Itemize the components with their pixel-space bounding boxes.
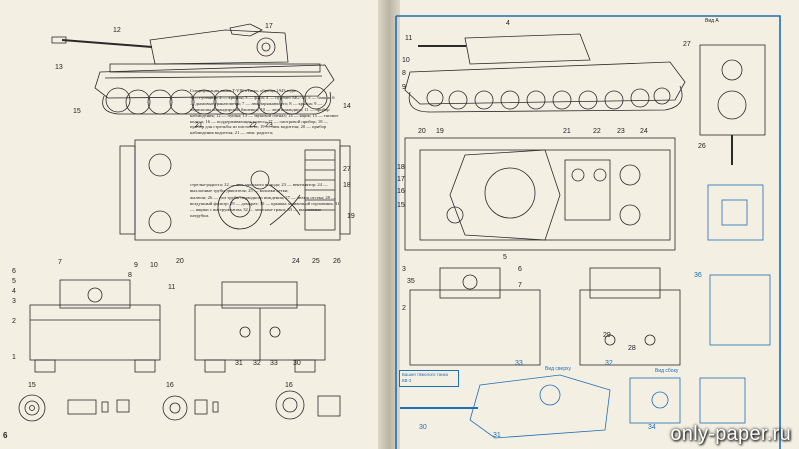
part-label: 22 <box>593 128 601 135</box>
part-label: 17 <box>265 23 273 30</box>
part-label: 26 <box>698 143 706 150</box>
part-label: 1 <box>12 354 16 361</box>
part-label: 32 <box>605 360 613 367</box>
part-label: 13 <box>55 64 63 71</box>
part-label: 2 <box>402 305 406 312</box>
tiger-side-view <box>51 23 335 115</box>
view-a-label: Вид А <box>705 18 719 24</box>
part-label: 24 <box>640 128 648 135</box>
page-number: 6 <box>3 431 8 440</box>
part-label: 19 <box>436 128 444 135</box>
watermark: only-paper.ru <box>670 423 791 445</box>
part-label: 5 <box>503 254 507 261</box>
part-label: 17 <box>397 176 405 183</box>
part-label: 15 <box>397 202 405 209</box>
part-label: 31 <box>235 360 243 367</box>
part-label: 35 <box>407 278 415 285</box>
part-label: 18 <box>343 182 351 189</box>
part-label: 3 <box>12 298 16 305</box>
part-label: 2 <box>12 318 16 325</box>
spec-heading: Спецификация танка T-VIE «Тигр» образца … <box>190 88 297 93</box>
part-label: 23 <box>265 122 273 129</box>
part-label: 23 <box>617 128 625 135</box>
part-label: 29 <box>603 332 611 339</box>
left-page <box>0 0 389 449</box>
part-label: 28 <box>628 345 636 352</box>
part-label: 27 <box>683 41 691 48</box>
tiger-front-view <box>29 279 161 373</box>
part-label: 19 <box>347 213 355 220</box>
part-label: 36 <box>694 272 702 279</box>
view-side-label: Вид сбоку <box>655 368 679 374</box>
part-label: 20 <box>176 258 184 265</box>
part-label: 4 <box>12 288 16 295</box>
part-label: 11 <box>405 35 413 42</box>
part-label: 30 <box>293 360 301 367</box>
kv2-turret-caption: Башня тяжелого танка КВ-2 <box>399 370 459 387</box>
part-label: 6 <box>12 268 16 275</box>
part-label: 11 <box>168 284 176 291</box>
part-label: 4 <box>506 20 510 27</box>
part-label: 20 <box>418 128 426 135</box>
part-label: 18 <box>397 164 405 171</box>
part-label: 8 <box>128 272 132 279</box>
part-label: 16 <box>166 382 174 389</box>
part-label: 27 <box>343 166 351 173</box>
part-label: 26 <box>333 258 341 265</box>
spec-paragraph-1: 1 — гусеница; 2 — крылья; 3 — фара; 4 — … <box>190 94 339 136</box>
part-label: 12 <box>113 27 121 34</box>
part-label: 33 <box>515 360 523 367</box>
part-label: 3 <box>402 266 406 273</box>
wheel-details <box>18 390 341 422</box>
part-label: 10 <box>150 262 158 269</box>
part-label: 31 <box>493 432 501 439</box>
tiger-rear-view <box>194 281 326 373</box>
part-label: 32 <box>253 360 261 367</box>
part-label: 16 <box>285 382 293 389</box>
part-label: 9 <box>402 84 406 91</box>
part-label: 33 <box>270 360 278 367</box>
spec-paragraph-2: стрелка-радиста; 22 — люк запасного выхо… <box>190 182 328 194</box>
part-label: 14 <box>343 103 351 110</box>
part-label: 6 <box>518 266 522 273</box>
view-top-label: Вид сверху <box>545 366 572 372</box>
part-label: 7 <box>518 282 522 289</box>
part-label: 21 <box>563 128 571 135</box>
tiger-blueprint <box>18 23 351 422</box>
part-label: 25 <box>312 258 320 265</box>
part-label: 8 <box>402 70 406 77</box>
tiger-specification: Спецификация танка T-VIE «Тигр» образца … <box>190 88 340 220</box>
part-label: 34 <box>648 424 656 431</box>
spec-paragraph-3: жалюзи; 26 — пол трубы подводного вожден… <box>190 195 340 218</box>
part-label: 5 <box>12 278 16 285</box>
part-label: 15 <box>73 108 81 115</box>
part-label: 22 <box>249 122 257 129</box>
part-label: 10 <box>402 57 410 64</box>
part-label: 7 <box>58 259 62 266</box>
part-label: 9 <box>134 262 138 269</box>
part-label: 24 <box>292 258 300 265</box>
part-label: 21 <box>195 122 203 129</box>
part-label: 30 <box>419 424 427 431</box>
tiger-top-view <box>119 139 351 241</box>
part-label: 15 <box>28 382 36 389</box>
page-gutter <box>378 0 400 449</box>
part-label: 16 <box>397 188 405 195</box>
